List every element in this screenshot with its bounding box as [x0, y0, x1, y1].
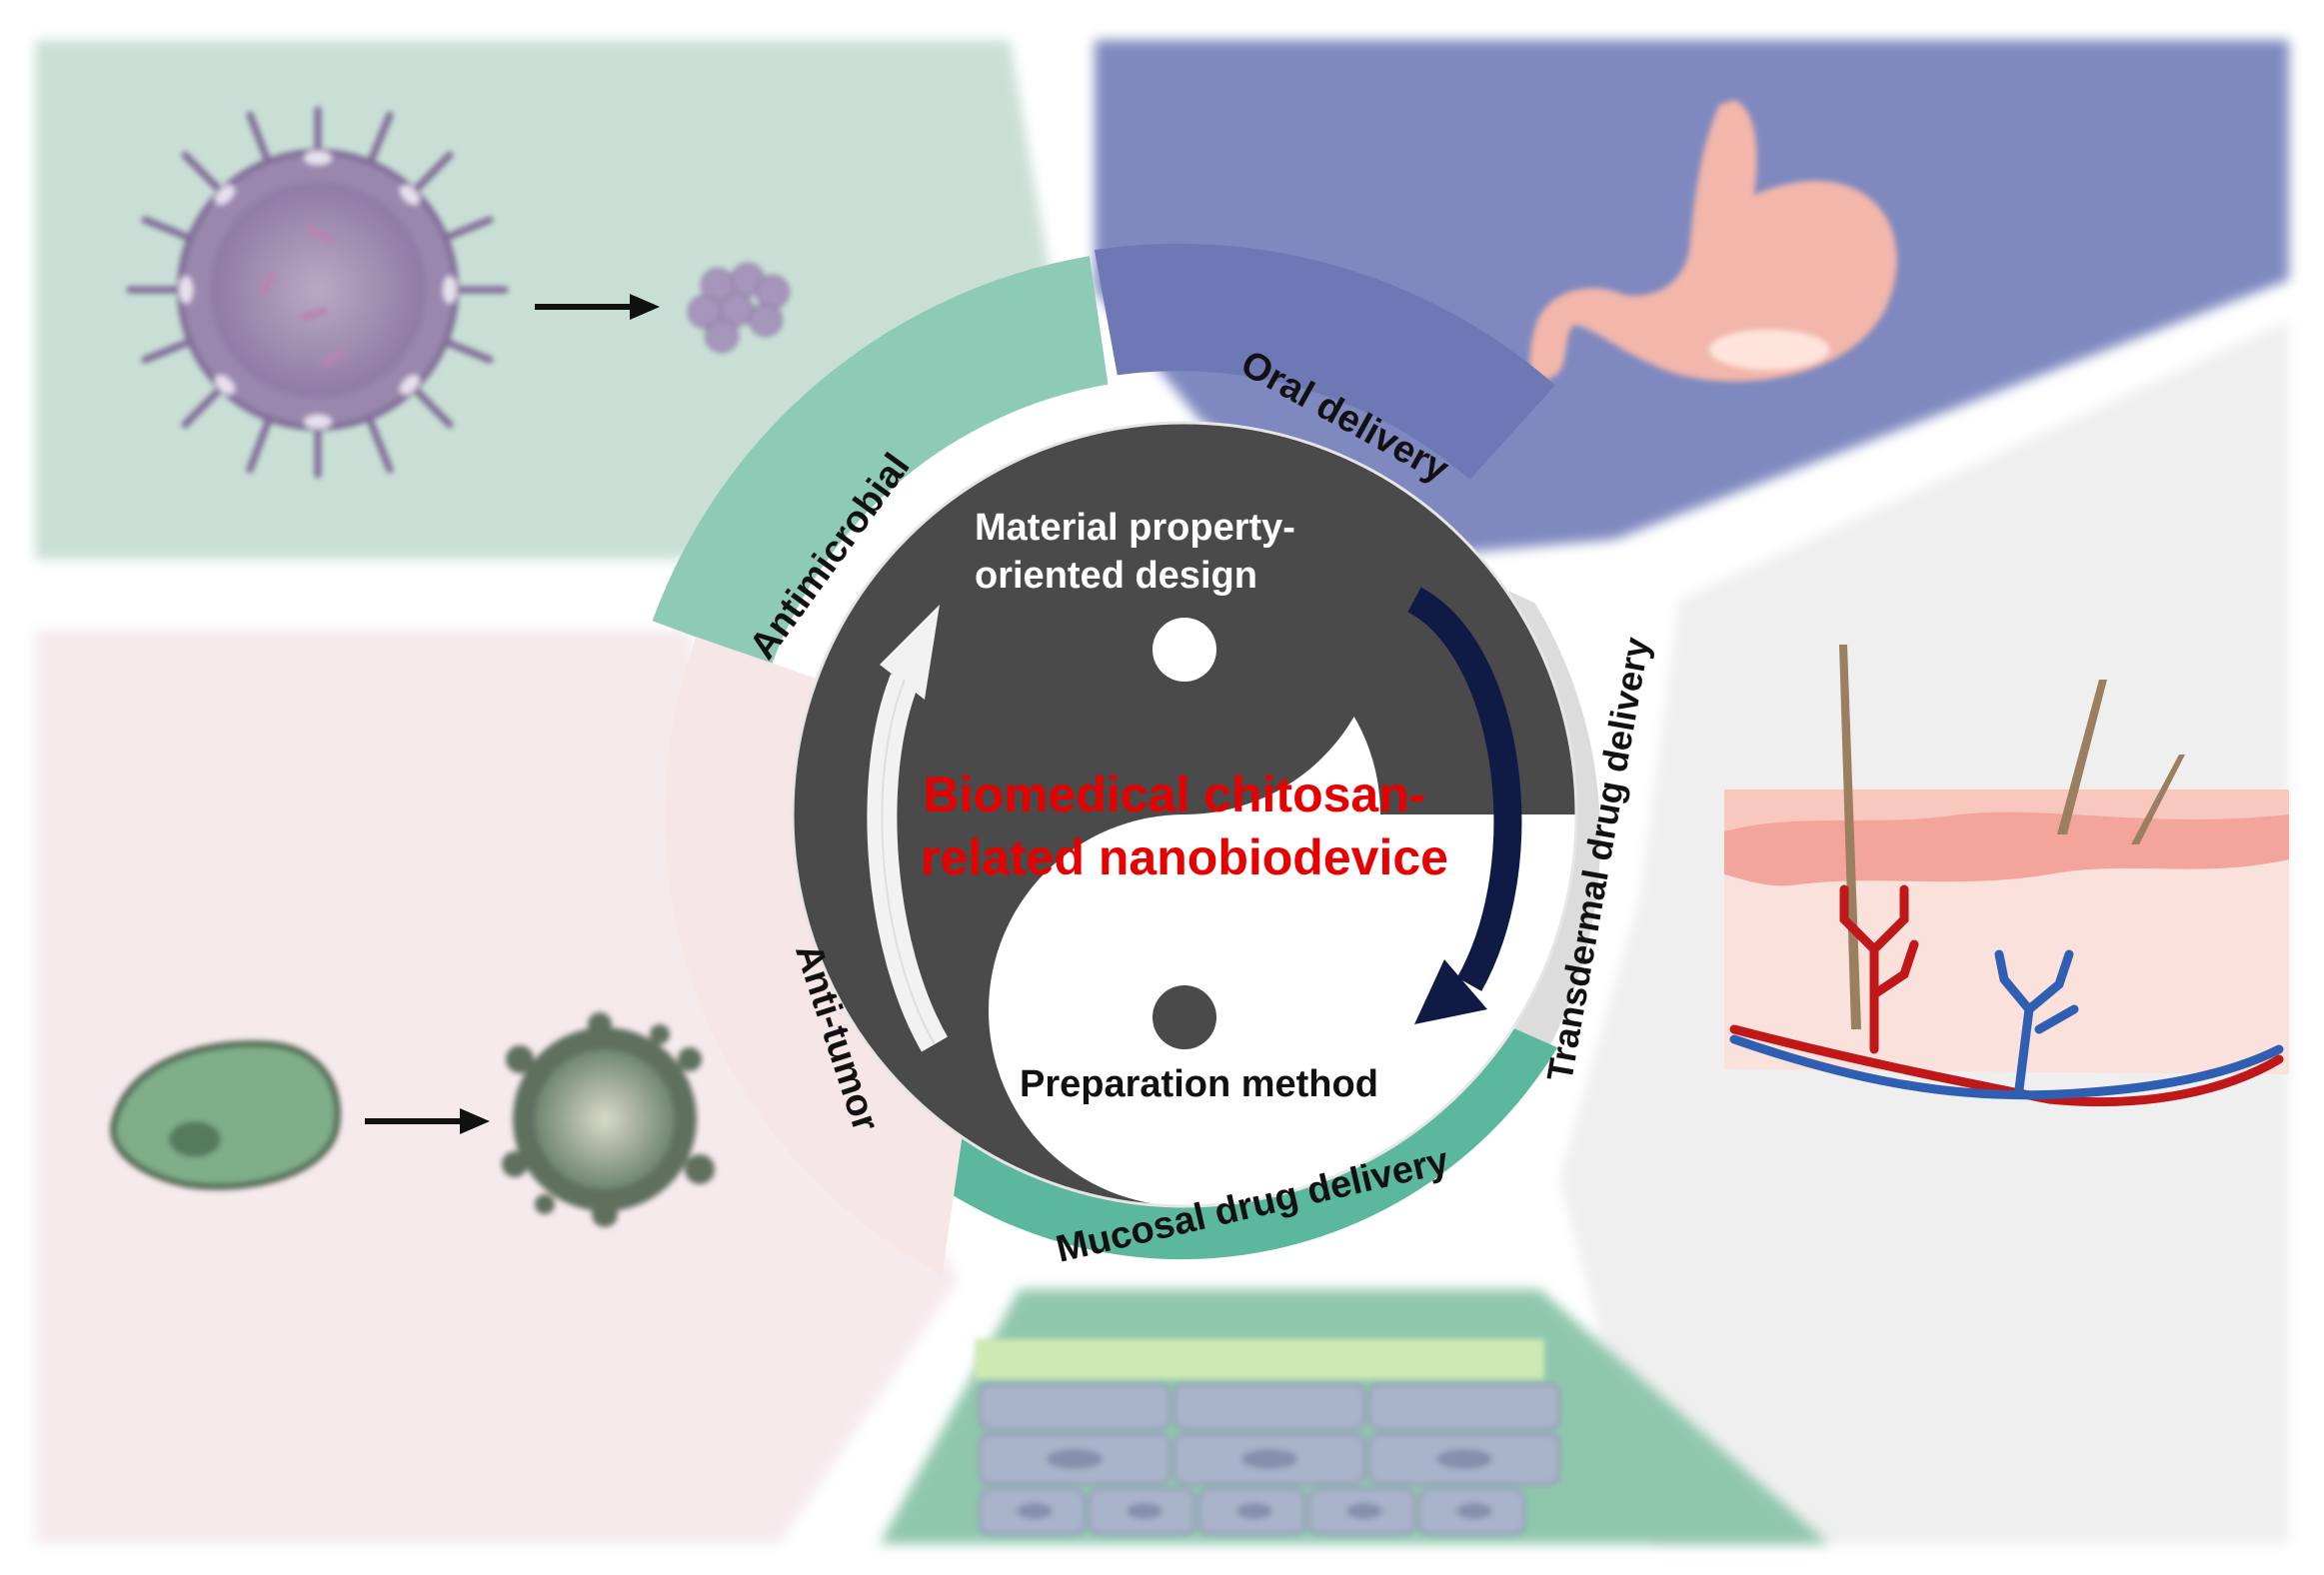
vein-icon — [1729, 949, 2284, 1100]
cycle-arrow-right — [1406, 587, 1522, 1024]
yang-top-fill — [1184, 423, 1576, 814]
arrow-icon — [365, 1108, 490, 1134]
segment-oral — [1094, 243, 1555, 480]
application-ring — [652, 243, 1601, 1275]
skin-layer-icon — [1724, 645, 2289, 1107]
center-title-line1: Biomedical chitosan- — [924, 767, 1426, 822]
artery-icon — [1729, 884, 2284, 1107]
segment-antitumor — [664, 637, 964, 1275]
yang-dot — [1153, 618, 1216, 682]
arrow-icon — [535, 294, 660, 320]
yin-yang — [791, 421, 1578, 1208]
stomach-icon — [1529, 100, 1897, 382]
bacteria-cluster-icon — [688, 263, 790, 353]
tumor-cell-icon — [110, 1040, 341, 1190]
center-title-line2: related nanobiodevice — [921, 829, 1448, 885]
yang-label-line1: Material property- — [975, 507, 1295, 549]
virus-icon — [126, 106, 509, 479]
apoptotic-cell-icon — [502, 1012, 715, 1227]
mucosal-epithelium-icon — [975, 1339, 1561, 1536]
segment-mucosal — [829, 1004, 1558, 1260]
yin-dot — [1153, 985, 1216, 1049]
yang-label-line2: oriented design — [975, 555, 1257, 597]
segment-antimicrobial — [652, 256, 1109, 666]
yin-label: Preparation method — [1020, 1063, 1378, 1105]
cycle-arrow-left — [867, 605, 949, 1052]
